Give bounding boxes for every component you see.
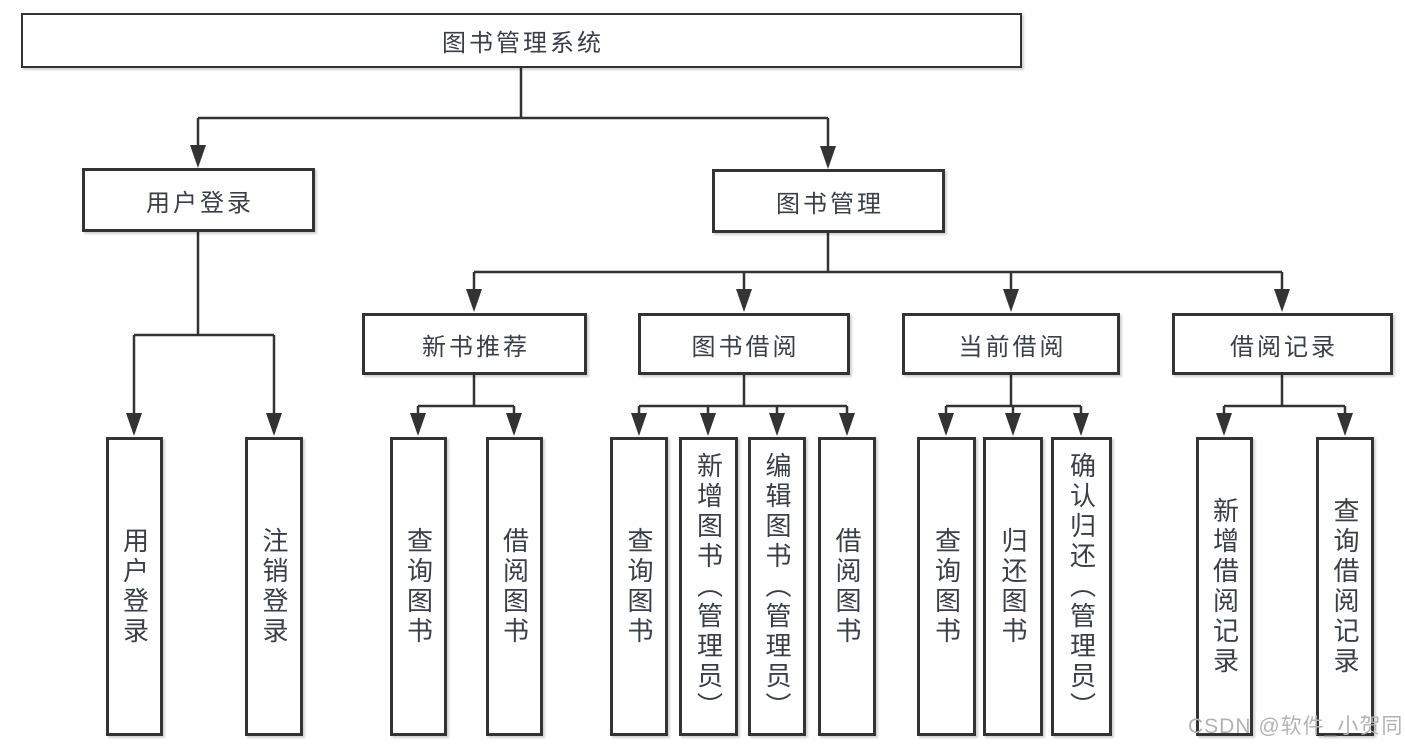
leaf-query-book-borrow: 查询图书 — [610, 437, 668, 736]
node-label: 图书管理系统 — [442, 30, 604, 57]
leaf-label: 查询图书 — [403, 526, 434, 647]
node-library-system: 图书管理系统 — [21, 13, 1022, 68]
node-label: 图书借阅 — [691, 333, 800, 361]
leaf-label: 确认归还（管理员） — [1066, 451, 1097, 722]
node-book-management: 图书管理 — [712, 169, 945, 233]
node-new-book-recommend: 新书推荐 — [362, 313, 587, 375]
node-label: 用户登录 — [146, 189, 254, 217]
leaf-label: 用户登录 — [119, 526, 150, 647]
leaf-query-borrow-record: 查询借阅记录 — [1316, 437, 1374, 736]
node-current-borrow: 当前借阅 — [902, 313, 1120, 375]
leaf-query-book-recommend: 查询图书 — [390, 437, 447, 736]
leaf-logout: 注销登录 — [245, 437, 303, 736]
leaf-confirm-return-admin: 确认归还（管理员） — [1051, 437, 1112, 736]
node-label: 当前借阅 — [958, 333, 1067, 361]
node-label: 图书管理 — [776, 190, 884, 218]
node-book-borrow: 图书借阅 — [638, 313, 850, 375]
arrowheads — [126, 145, 1353, 436]
leaf-user-login: 用户登录 — [106, 437, 163, 736]
leaf-label: 新增图书（管理员） — [693, 451, 724, 722]
leaf-label: 查询图书 — [931, 526, 962, 647]
leaf-label: 注销登录 — [259, 526, 289, 647]
leaf-return-book: 归还图书 — [983, 437, 1043, 736]
leaf-borrow-book-recommend: 借阅图书 — [486, 437, 543, 736]
leaf-label: 归还图书 — [998, 526, 1028, 647]
leaf-query-book-current: 查询图书 — [917, 437, 976, 736]
node-borrow-records: 借阅记录 — [1172, 313, 1393, 375]
node-label: 新书推荐 — [422, 333, 530, 361]
leaf-label: 查询图书 — [624, 526, 654, 647]
leaf-add-book-admin: 新增图书（管理员） — [679, 437, 738, 736]
leaf-label: 借阅图书 — [499, 526, 530, 647]
leaf-label: 编辑图书（管理员） — [762, 451, 792, 722]
leaf-label: 新增借阅记录 — [1209, 496, 1240, 677]
node-user-login: 用户登录 — [82, 168, 315, 232]
leaf-add-borrow-record: 新增借阅记录 — [1196, 437, 1253, 736]
leaf-borrow-book: 借阅图书 — [818, 437, 876, 736]
leaf-label: 查询借阅记录 — [1330, 496, 1360, 677]
leaf-edit-book-admin: 编辑图书（管理员） — [748, 437, 806, 736]
csdn-watermark: CSDN @软件_小贺同学 — [1188, 715, 1405, 738]
node-label: 借阅记录 — [1230, 333, 1338, 361]
leaf-label: 借阅图书 — [832, 526, 862, 647]
